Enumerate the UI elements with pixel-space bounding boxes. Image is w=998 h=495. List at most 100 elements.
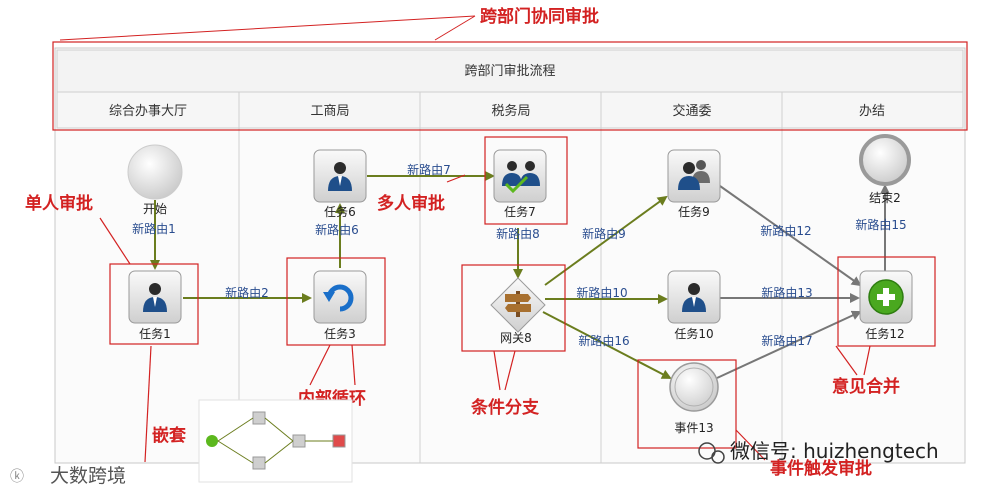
main-title: 跨部门协同审批 bbox=[480, 6, 599, 27]
route-label-6: 新路由6 bbox=[315, 222, 359, 237]
route-label-7: 新路由7 bbox=[407, 162, 451, 177]
edge-route-16 bbox=[542, 311, 672, 379]
nested-thumbnail bbox=[198, 399, 353, 483]
task-6-label: 任务6 bbox=[324, 204, 356, 219]
task-10-label: 任务10 bbox=[674, 326, 713, 341]
route-label-2: 新路由2 bbox=[225, 285, 269, 300]
task-10[interactable]: 任务10 bbox=[667, 270, 721, 341]
thumbnail-edge bbox=[264, 440, 294, 464]
task-1-label: 任务1 bbox=[139, 326, 171, 341]
edge-route-17 bbox=[716, 310, 862, 379]
brand-name: 大数跨境 bbox=[50, 465, 126, 487]
thumbnail-task-icon bbox=[292, 434, 306, 448]
nested-leader bbox=[144, 345, 152, 463]
branch-leader-2 bbox=[504, 350, 516, 391]
thumbnail-edge bbox=[217, 440, 254, 464]
thumbnail-task-icon bbox=[252, 456, 266, 470]
callout-single: 单人审批 bbox=[25, 193, 93, 214]
wechat-id: 微信号: huizhengtech bbox=[730, 439, 939, 463]
callout-boxes bbox=[99, 136, 936, 463]
route-label-1: 新路由1 bbox=[132, 221, 176, 236]
task-6[interactable]: 任务6 bbox=[313, 149, 367, 219]
task-9-label: 任务9 bbox=[678, 204, 710, 219]
task-3-label: 任务3 bbox=[324, 326, 356, 341]
branch-box bbox=[461, 264, 566, 352]
header-highlight-box bbox=[52, 41, 968, 131]
route-label-10: 新路由10 bbox=[576, 285, 627, 300]
task-7-tile bbox=[493, 149, 547, 203]
event-13-inner-circle bbox=[674, 367, 714, 407]
task-9[interactable]: 任务9 bbox=[667, 149, 721, 219]
pool-header bbox=[56, 49, 964, 93]
wechat-icon-small bbox=[711, 450, 725, 464]
end-event-2-circle bbox=[859, 134, 911, 186]
lane-title: 综合办事大厅 bbox=[109, 104, 187, 119]
start-event-label: 开始 bbox=[143, 202, 167, 216]
lane-title: 税务局 bbox=[491, 103, 530, 119]
brand-watermark: ⓚ 大数跨境 bbox=[10, 465, 126, 487]
single-approval-box bbox=[109, 263, 199, 345]
route-label-17: 新路由17 bbox=[761, 333, 812, 348]
multi-approval-box bbox=[484, 136, 568, 225]
event-13-label: 事件13 bbox=[674, 421, 713, 435]
plus-icon bbox=[868, 279, 904, 315]
wechat-watermark: 微信号: huizhengtech bbox=[698, 439, 939, 464]
loop-leader-2 bbox=[351, 344, 356, 386]
merge-leader-1 bbox=[835, 345, 858, 376]
callout-multi: 多人审批 bbox=[377, 193, 445, 214]
event-leader bbox=[735, 429, 766, 461]
user-icon bbox=[682, 283, 706, 312]
brand-logo-icon: ⓚ bbox=[10, 469, 24, 485]
task-1[interactable]: 任务1 bbox=[128, 270, 182, 341]
task-12-label: 任务12 bbox=[865, 326, 904, 341]
route-label-9: 新路由9 bbox=[582, 226, 626, 241]
route-label-8: 新路由8 bbox=[496, 226, 540, 241]
callout-event: 事件触发审批 bbox=[770, 458, 872, 479]
lane-header-row bbox=[56, 91, 964, 129]
callout-nested: 嵌套 bbox=[152, 425, 187, 446]
main-title-leader-2 bbox=[434, 15, 476, 41]
main-title-leader bbox=[59, 15, 476, 41]
team-icon bbox=[678, 160, 710, 190]
task-3[interactable]: 任务3 bbox=[313, 270, 367, 341]
start-event[interactable]: 开始 bbox=[127, 144, 183, 216]
merge-box bbox=[837, 256, 936, 347]
event-13[interactable]: 事件13 bbox=[669, 362, 719, 435]
multi-leader bbox=[446, 174, 466, 183]
start-event-circle bbox=[127, 144, 183, 200]
pool-title: 跨部门审批流程 bbox=[464, 64, 555, 79]
callout-branch: 条件分支 bbox=[470, 397, 540, 418]
gateway-8-label: 网关8 bbox=[500, 331, 532, 345]
user-icon bbox=[328, 162, 352, 191]
user-icon bbox=[143, 283, 167, 312]
end-event-2[interactable]: 结束2 bbox=[859, 134, 911, 205]
route-label-13: 新路由13 bbox=[761, 285, 812, 300]
signpost-icon bbox=[505, 291, 531, 317]
loop-leader-1 bbox=[309, 344, 331, 386]
task-12[interactable]: 任务12 bbox=[859, 270, 913, 341]
gateway-8[interactable]: 网关8 bbox=[490, 277, 546, 345]
route-label-15: 新路由15 bbox=[855, 217, 906, 232]
lane-title: 工商局 bbox=[310, 104, 349, 119]
route-label-12: 新路由12 bbox=[760, 223, 811, 238]
edge-route-12 bbox=[719, 185, 862, 287]
group-icon bbox=[502, 161, 540, 194]
route-label-16: 新路由16 bbox=[578, 333, 629, 348]
single-leader bbox=[99, 217, 131, 265]
thumbnail-start-icon bbox=[206, 435, 218, 447]
task-7[interactable]: 任务7 bbox=[493, 149, 547, 219]
merge-leader-2 bbox=[863, 345, 871, 376]
lane-title: 交通委 bbox=[672, 103, 711, 119]
end-event-2-label: 结束2 bbox=[869, 191, 901, 205]
loop-icon bbox=[323, 284, 354, 312]
callout-merge: 意见合并 bbox=[832, 376, 900, 397]
loop-box bbox=[286, 257, 386, 346]
event-13-outer-circle bbox=[669, 362, 719, 412]
thumbnail-edge bbox=[217, 417, 254, 442]
thumbnail-end-icon bbox=[332, 434, 346, 448]
task-3-tile bbox=[313, 270, 367, 324]
thumbnail-edge bbox=[264, 417, 294, 442]
lane-title: 办结 bbox=[859, 104, 885, 119]
task-7-label: 任务7 bbox=[504, 204, 536, 219]
